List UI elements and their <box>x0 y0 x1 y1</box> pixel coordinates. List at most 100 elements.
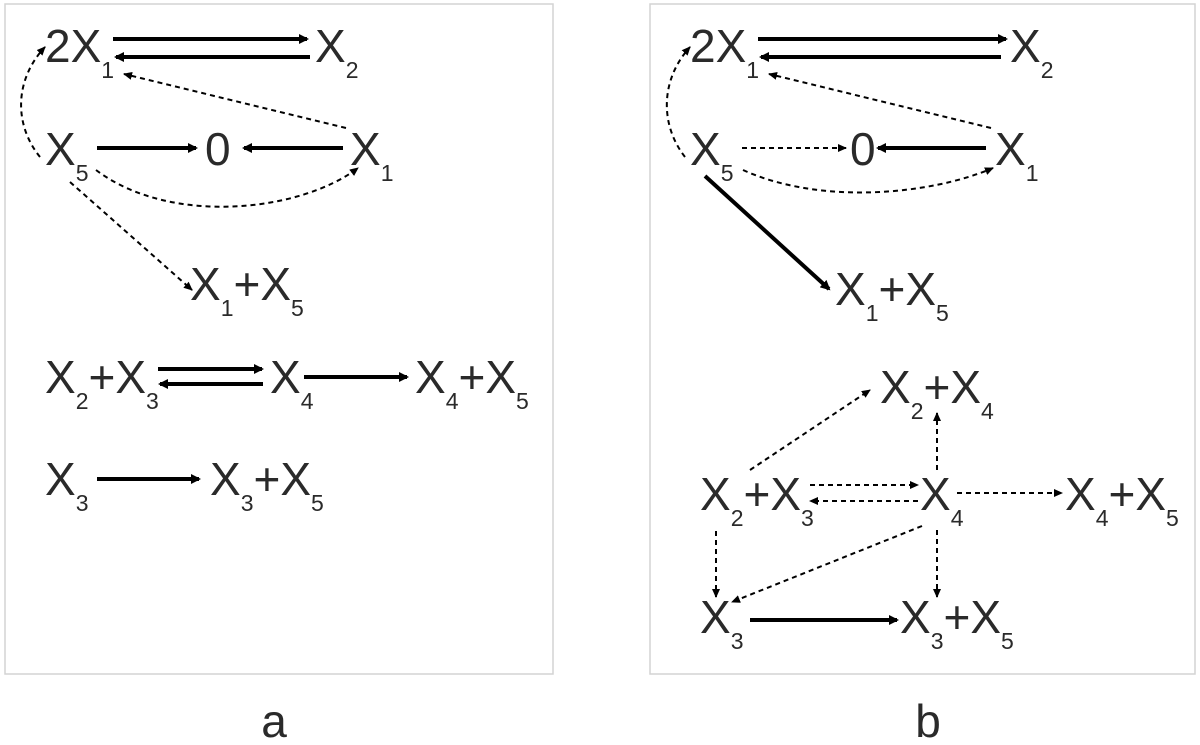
node-label-part: +X <box>923 361 981 413</box>
node-label-part: 0 <box>850 123 876 175</box>
node-label-part: +X <box>1108 468 1166 520</box>
node-a-x5: X5 <box>45 123 88 186</box>
node-label-part: 0 <box>205 123 231 175</box>
node-subscript: 3 <box>931 628 944 654</box>
node-subscript: 5 <box>76 160 89 186</box>
node-a-2x1: 2X1 <box>45 20 114 83</box>
panel-a-frame <box>4 3 554 675</box>
node-label-part: 2X <box>690 20 746 72</box>
edges-layer <box>20 34 1063 625</box>
edge-a-e8-a-x5-to-a-x1x5 <box>69 181 193 291</box>
node-b-x1: X1 <box>995 123 1038 186</box>
node-subscript: 4 <box>1096 505 1109 531</box>
node-b-x2x4: X2+X4 <box>880 361 994 424</box>
node-a-x1x5: X1+X5 <box>190 258 304 321</box>
node-subscript: 1 <box>746 57 759 83</box>
node-subscript: 2 <box>346 57 359 83</box>
edge-b-e6-b-x1-to-b-2x1 <box>768 72 992 129</box>
node-a-x3x5: X3+X5 <box>210 453 324 516</box>
node-subscript: 3 <box>731 628 744 654</box>
node-a-x1: X1 <box>350 123 393 186</box>
node-subscript: 2 <box>1041 57 1054 83</box>
node-label-part: X <box>45 351 76 403</box>
node-label-part: +X <box>88 351 146 403</box>
node-label-part: X <box>350 123 381 175</box>
edge-a-e5-a-x5-to-a-2x1 <box>20 46 46 158</box>
node-label-part: X <box>270 351 301 403</box>
edge-a-e7-a-x5-to-a-x1 <box>95 167 359 208</box>
node-subscript: 4 <box>301 388 314 414</box>
node-label-part: X <box>45 123 76 175</box>
panel-b-caption: b <box>915 695 941 745</box>
node-label-part: X <box>210 453 241 505</box>
node-label-part: X <box>1065 468 1096 520</box>
node-label-part: X <box>315 20 346 72</box>
panel-b-frame <box>649 3 1196 675</box>
node-subscript: 3 <box>241 490 254 516</box>
node-subscript: 5 <box>721 160 734 186</box>
node-a-x4x5: X4+X5 <box>415 351 529 414</box>
node-subscript: 1 <box>1026 160 1039 186</box>
node-a-x2: X2 <box>315 20 358 83</box>
node-subscript: 5 <box>516 388 529 414</box>
node-label-part: X <box>700 468 731 520</box>
node-b-x3x5: X3+X5 <box>900 591 1014 654</box>
node-b-x1x5: X1+X5 <box>835 263 949 326</box>
edge-b-e7-b-x5-to-b-x1 <box>742 167 994 194</box>
node-label-part: X <box>690 123 721 175</box>
node-label-part: X <box>415 351 446 403</box>
node-subscript: 3 <box>146 388 159 414</box>
node-b-2x1: 2X1 <box>690 20 759 83</box>
edge-b-e5-b-x5-to-b-2x1 <box>665 46 691 158</box>
node-b-x2: X2 <box>1010 20 1053 83</box>
node-label-part: X <box>45 453 76 505</box>
node-subscript: 1 <box>221 295 234 321</box>
node-subscript: 2 <box>911 398 924 424</box>
node-subscript: 5 <box>291 295 304 321</box>
node-label-part: +X <box>943 591 1001 643</box>
node-subscript: 5 <box>936 300 949 326</box>
node-b-x5: X5 <box>690 123 733 186</box>
node-label-part: X <box>835 263 866 315</box>
node-subscript: 1 <box>101 57 114 83</box>
node-label-part: X <box>700 591 731 643</box>
node-label-part: +X <box>253 453 311 505</box>
node-label-part: 2X <box>45 20 101 72</box>
node-a-x4: X4 <box>270 351 314 414</box>
node-subscript: 1 <box>381 160 394 186</box>
edge-b-e8-b-x5-to-b-x1x5 <box>703 174 831 291</box>
node-b-x4: X4 <box>920 468 964 531</box>
node-subscript: 4 <box>446 388 459 414</box>
node-label-part: X <box>995 123 1026 175</box>
node-label-part: X <box>1010 20 1041 72</box>
edge-b-e9-b-x2x3-to-b-x2x4 <box>749 389 871 471</box>
node-b-x4x5: X4+X5 <box>1065 468 1179 531</box>
node-a-x3: X3 <box>45 453 88 516</box>
node-label-part: +X <box>233 258 291 310</box>
node-a-x2x3: X2+X3 <box>45 351 159 414</box>
node-subscript: 2 <box>76 388 89 414</box>
node-label-part: X <box>190 258 221 310</box>
node-label-part: +X <box>878 263 936 315</box>
node-subscript: 4 <box>981 398 994 424</box>
edge-a-e6-a-x1-to-a-2x1 <box>123 72 347 129</box>
node-subscript: 5 <box>311 490 324 516</box>
edge-b-e15-b-x4-to-b-x3 <box>731 525 923 603</box>
node-label-part: X <box>880 361 911 413</box>
node-subscript: 3 <box>76 490 89 516</box>
node-b-zero: 0 <box>850 123 876 175</box>
node-subscript: 2 <box>731 505 744 531</box>
node-subscript: 1 <box>866 300 879 326</box>
node-label-part: +X <box>458 351 516 403</box>
panel-a-caption: a <box>261 695 287 745</box>
node-subscript: 4 <box>951 505 964 531</box>
node-b-x3: X3 <box>700 591 743 654</box>
node-label-part: +X <box>743 468 801 520</box>
node-b-x2x3: X2+X3 <box>700 468 814 531</box>
node-subscript: 5 <box>1001 628 1014 654</box>
node-subscript: 3 <box>801 505 814 531</box>
node-label-part: X <box>900 591 931 643</box>
node-subscript: 5 <box>1166 505 1179 531</box>
